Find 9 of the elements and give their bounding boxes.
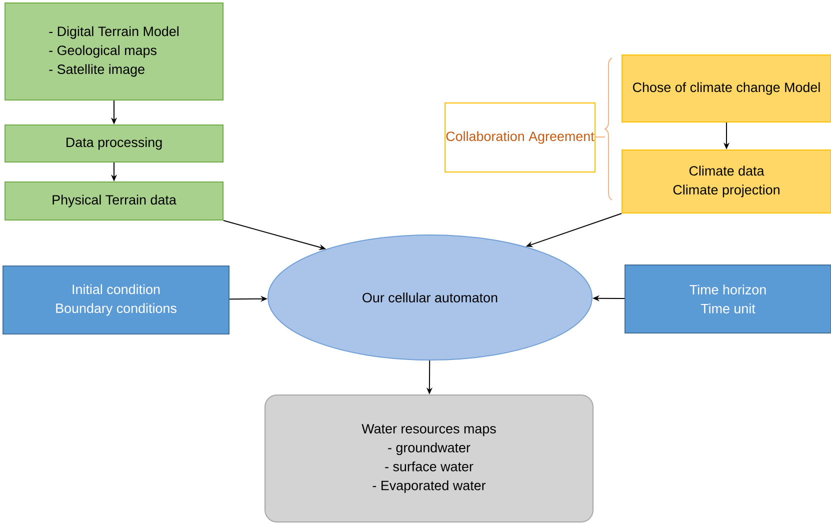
input-box: Time horizon Time unit (624, 264, 831, 334)
output-box: Water resources maps - groundwater - surface water - Evaporated water (264, 394, 594, 522)
agreement-box: Collaboration Agreement (444, 102, 596, 172)
process-box: Chose of climate change Model (622, 54, 831, 122)
source-box: - Digital Terrain Model - Geological maps - Satellite image (4, 2, 224, 100)
process-box: Data processing (4, 124, 224, 162)
process-box: Climate data Climate projection (622, 150, 831, 214)
process-box: Physical Terrain data (4, 182, 224, 220)
input-box: Initial condition Boundary conditions (2, 266, 230, 334)
